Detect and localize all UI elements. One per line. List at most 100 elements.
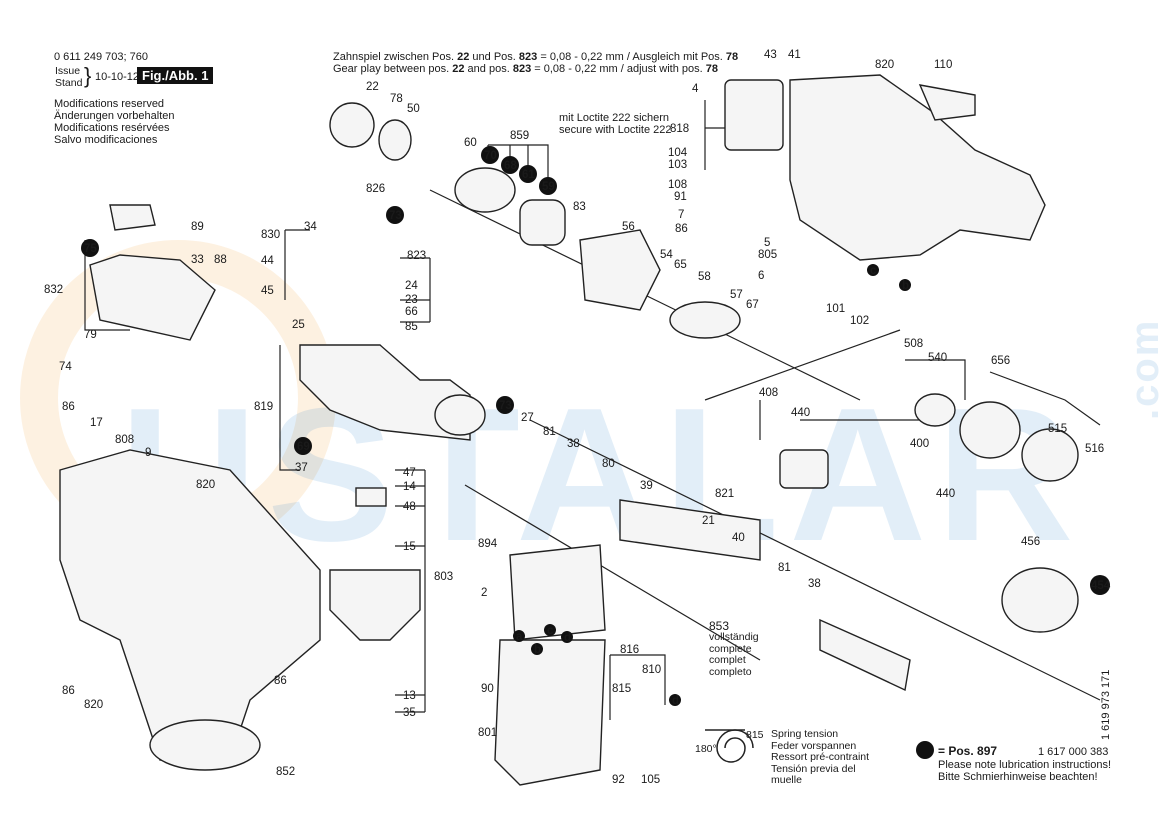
label-23: 23 xyxy=(405,294,418,306)
leader-lines xyxy=(84,100,1101,720)
part-labels: 43 41 820 110 4 818 104 103 108 91 7 86 … xyxy=(44,49,1104,786)
complete-note-de: vollständig xyxy=(709,631,759,643)
label-65: 65 xyxy=(674,259,687,271)
part-number: 0 611 249 703; 760 xyxy=(54,51,148,63)
label-24: 24 xyxy=(405,280,418,292)
letter-b: b xyxy=(534,644,541,656)
letter-a: a xyxy=(516,631,523,643)
part-58 xyxy=(669,301,741,339)
part-9-housing xyxy=(59,449,321,761)
part-56 xyxy=(579,229,661,311)
label-815: 815 xyxy=(612,683,631,695)
label-22: 22 xyxy=(366,81,379,93)
label-4: 4 xyxy=(692,83,699,95)
part-38-spindle xyxy=(819,618,911,692)
label-81-b: 81 xyxy=(778,562,791,574)
label-86-d: 86 xyxy=(274,675,287,687)
letter-marker-labels: a b c d c b d xyxy=(516,265,909,707)
label-400: 400 xyxy=(910,438,929,450)
label-805: 805 xyxy=(758,249,777,261)
label-820-c: 820 xyxy=(84,699,103,711)
spring-note-de: Feder vorspannen xyxy=(771,739,857,752)
stand-label: Stand xyxy=(55,77,83,89)
part-78 xyxy=(378,119,412,161)
axis-line-4 xyxy=(704,329,901,401)
part-60 xyxy=(454,167,516,213)
part-110 xyxy=(918,84,976,121)
label-808: 808 xyxy=(115,434,134,446)
bracket-830 xyxy=(284,229,310,300)
label-43: 43 xyxy=(764,49,777,61)
label-48: 48 xyxy=(403,501,416,513)
label-40: 40 xyxy=(732,532,745,544)
part-821-tube xyxy=(619,499,761,561)
marker-73-a: 73 xyxy=(389,210,402,222)
label-85: 85 xyxy=(405,321,418,333)
label-859: 859 xyxy=(510,130,529,142)
label-15: 15 xyxy=(403,541,416,553)
part-456-chuck xyxy=(1001,567,1079,633)
label-47: 47 xyxy=(403,467,416,479)
label-50: 50 xyxy=(407,103,420,115)
label-38-b: 38 xyxy=(808,578,821,590)
marker-454: 454 xyxy=(1091,580,1111,592)
complete-note-es: completo xyxy=(709,665,752,678)
label-54: 54 xyxy=(660,249,673,261)
label-88: 88 xyxy=(214,254,227,266)
bracket-832 xyxy=(84,240,130,331)
gear-note-de-1: Zahnspiel zwischen Pos. xyxy=(333,51,458,63)
label-820-b: 820 xyxy=(196,479,215,491)
marker-70: 70 xyxy=(484,150,497,162)
modifications-fr: Modifications resérvées xyxy=(54,122,170,134)
label-110: 110 xyxy=(934,59,952,71)
gear-note-en-6: 78 xyxy=(705,63,718,75)
label-832: 832 xyxy=(44,284,63,296)
loctite-note-en: secure with Loctite 222 xyxy=(559,124,672,136)
label-9: 9 xyxy=(145,447,151,459)
label-35: 35 xyxy=(403,707,416,719)
part-22-gear xyxy=(329,102,375,148)
label-80: 80 xyxy=(602,458,615,470)
part-515-chuck xyxy=(1021,428,1079,482)
spring-note: Spring tension Feder vorspannen Ressort … xyxy=(771,728,869,787)
marker-59: 59 xyxy=(542,181,555,193)
gear-note-de-6: 78 xyxy=(725,51,739,63)
marker-75: 75 xyxy=(84,243,97,255)
part-15-armature xyxy=(329,569,421,641)
letter-d: d xyxy=(564,632,571,644)
label-14: 14 xyxy=(403,481,416,493)
marker-73-b: 73 xyxy=(499,400,512,412)
black-marker-labels: 70 68 61 59 73 75 73 69 454 xyxy=(84,150,1111,592)
label-810: 810 xyxy=(642,664,661,676)
issue-label: Issue xyxy=(55,65,81,77)
label-820-top: 820 xyxy=(875,59,894,71)
complete-note: 853 vollständig complete complet complet… xyxy=(709,620,759,678)
spring-note-es-2: muelle xyxy=(771,774,802,786)
label-656: 656 xyxy=(991,355,1010,367)
modifications-notice: Modifications reserved Änderungen vorbeh… xyxy=(54,98,174,146)
part-859 xyxy=(519,199,566,246)
bracket-819 xyxy=(279,345,300,471)
label-91: 91 xyxy=(674,191,687,203)
label-83: 83 xyxy=(573,201,586,213)
label-803: 803 xyxy=(434,571,453,583)
complete-note-en: complete xyxy=(709,642,752,655)
lubrication-dot xyxy=(916,741,934,759)
letter-b-2: b xyxy=(902,280,909,292)
part-73-sleeve xyxy=(434,394,486,436)
gear-note-en-2: 22 xyxy=(452,63,465,75)
gear-note-de-5: = 0,08 - 0,22 mm / Ausgleich mit Pos. xyxy=(537,51,726,63)
lubrication-pos: = Pos. 897 xyxy=(938,744,998,758)
part-shapes xyxy=(59,74,1079,786)
gear-note-en-3: and pos. xyxy=(464,63,513,75)
label-33: 33 xyxy=(191,254,204,266)
lubrication-line-de: Bitte Schmierhinweise beachten! xyxy=(938,771,1098,783)
part-2-stator xyxy=(509,544,606,641)
issue-date: 10-10-12 xyxy=(95,71,140,83)
letter-markers xyxy=(513,264,911,706)
label-25: 25 xyxy=(292,319,305,331)
loctite-note-de: mit Loctite 222 sichern xyxy=(559,112,670,124)
label-830: 830 xyxy=(261,229,280,241)
label-440-b: 440 xyxy=(936,488,955,500)
bracket-656 xyxy=(989,371,1101,426)
